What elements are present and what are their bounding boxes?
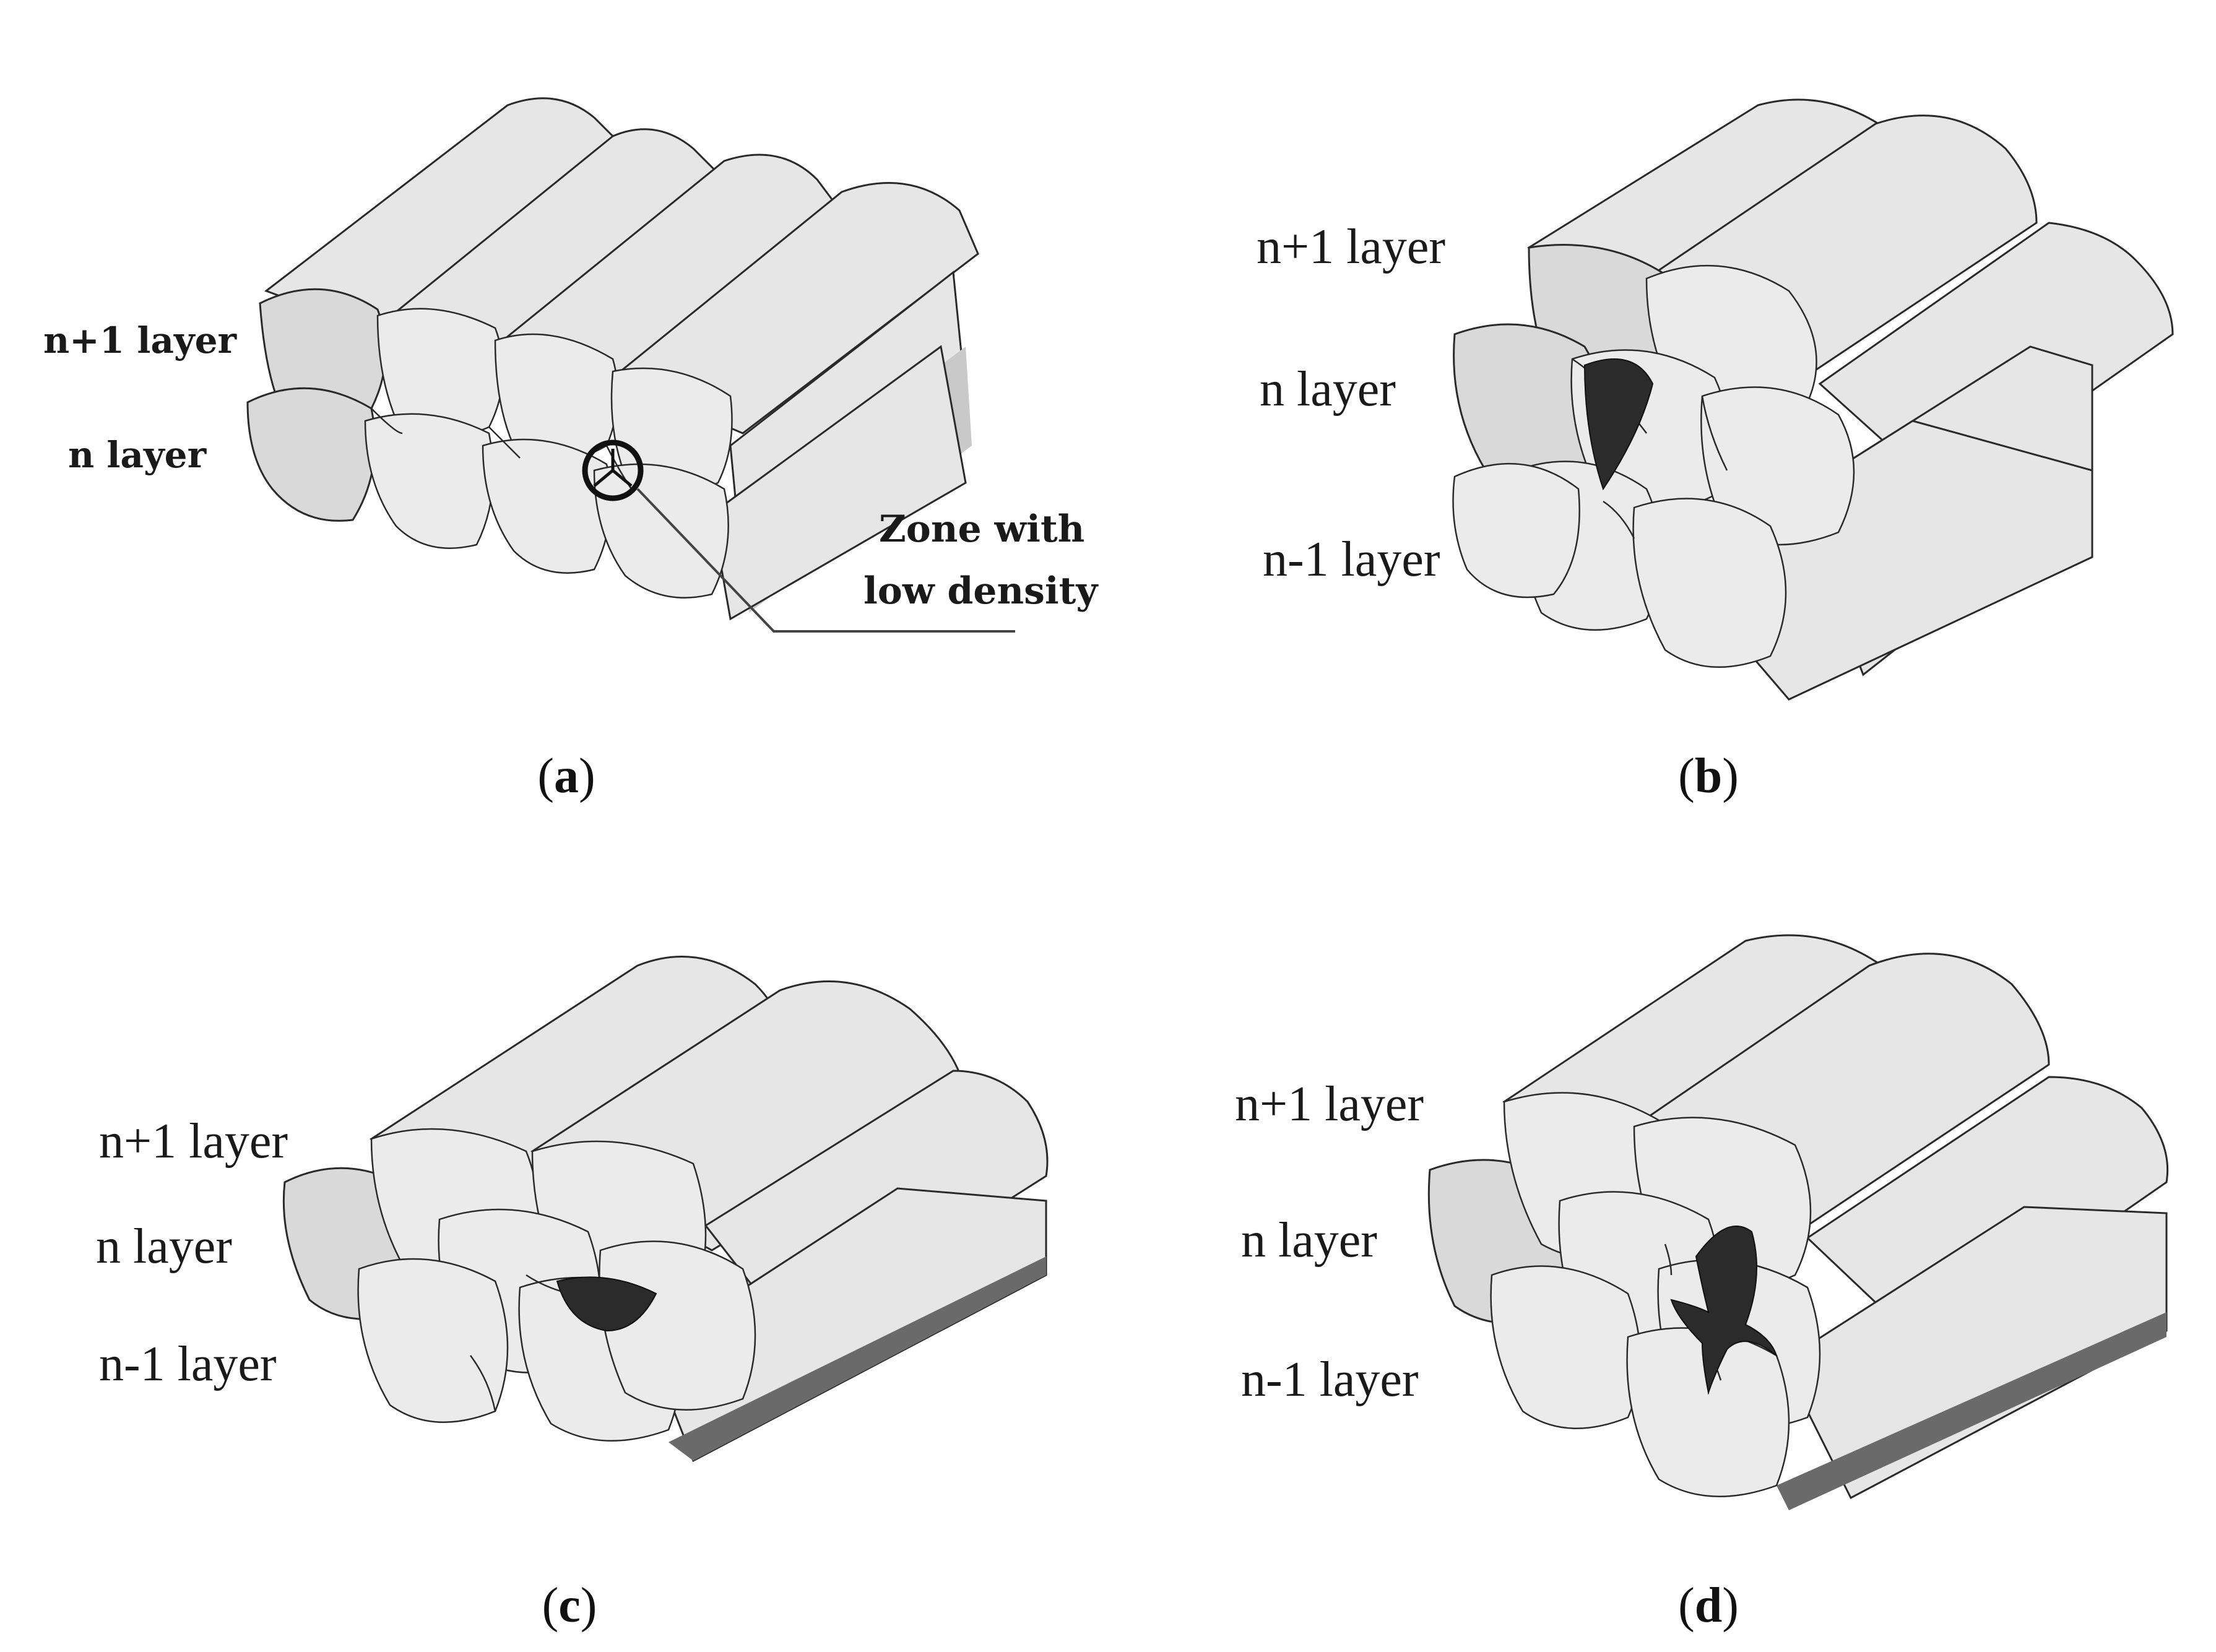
panel-a-label-n: n layer xyxy=(68,434,207,476)
panel-a-annotation-line-2: low density xyxy=(863,569,1099,613)
panel-c-caption-letter: c xyxy=(558,1578,581,1633)
panel-a: n+1 layer n layer Zone with low density … xyxy=(43,97,1099,803)
panel-d-label-n: n layer xyxy=(1241,1213,1377,1268)
panel-c-label-n-minus-1: n-1 layer xyxy=(99,1337,277,1391)
panel-d-rods xyxy=(1427,934,2169,1510)
panel-d-void xyxy=(1670,1226,1778,1395)
panel-b-label-n-minus-1: n-1 layer xyxy=(1263,532,1440,587)
panel-b-rods xyxy=(1452,98,2174,701)
panel-a-annotation-line-1: Zone with xyxy=(879,508,1084,551)
panel-a-label-n-plus-1: n+1 layer xyxy=(43,319,238,361)
panel-c-caption: (c) xyxy=(542,1578,597,1633)
panel-b-caption: (b) xyxy=(1678,749,1739,803)
panel-a-caption-letter: a xyxy=(554,749,579,803)
panel-b-caption-letter: b xyxy=(1695,749,1723,803)
panel-a-low-density-circle xyxy=(582,439,644,501)
panel-c-label-n: n layer xyxy=(96,1219,232,1274)
panel-d-caption-letter: d xyxy=(1695,1578,1723,1633)
panel-c-rods xyxy=(282,956,1049,1463)
panel-d: n+1 layer n layer n-1 layer (d) xyxy=(1235,934,2169,1633)
panel-b-void xyxy=(1583,358,1654,491)
panel-c-void xyxy=(556,1276,657,1332)
panel-a-caption: (a) xyxy=(537,749,595,803)
panel-c-label-n-plus-1: n+1 layer xyxy=(99,1114,288,1169)
panel-b-label-n: n layer xyxy=(1260,362,1396,417)
panel-d-label-n-plus-1: n+1 layer xyxy=(1235,1077,1424,1131)
panel-a-rods xyxy=(246,97,979,621)
panel-b: n+1 layer n layer n-1 layer (b) xyxy=(1257,98,2174,803)
panel-b-label-n-plus-1: n+1 layer xyxy=(1257,220,1445,274)
panel-a-leader-line xyxy=(636,488,1015,633)
panel-d-label-n-minus-1: n-1 layer xyxy=(1241,1352,1419,1407)
panel-c: n+1 layer n layer n-1 layer (c) xyxy=(96,956,1049,1633)
panel-d-caption: (d) xyxy=(1678,1578,1739,1633)
